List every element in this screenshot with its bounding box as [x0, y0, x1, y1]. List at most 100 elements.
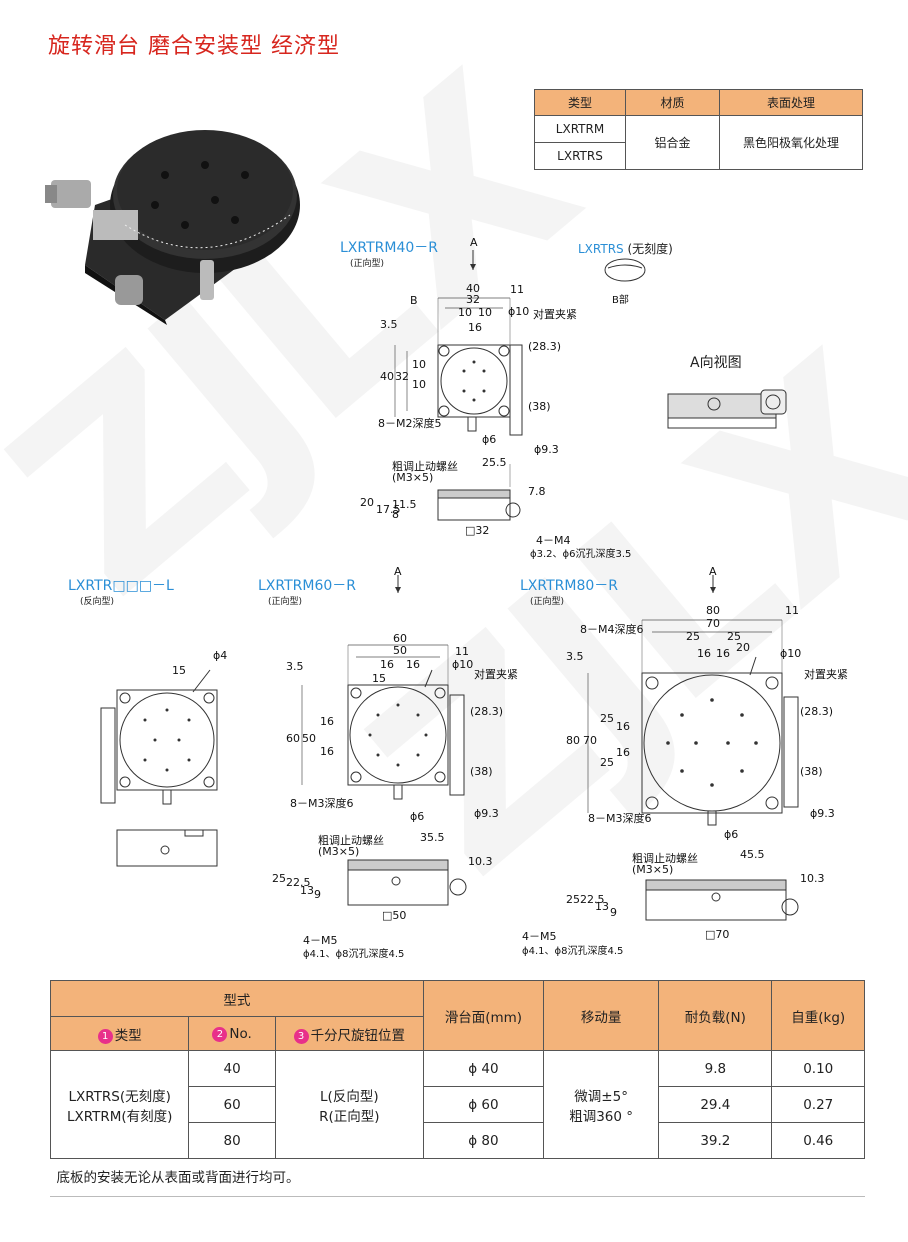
diagram-80-subtitle: (正向型): [530, 597, 565, 607]
arrow-a-label: A: [709, 565, 717, 578]
dim: (38): [800, 765, 823, 778]
dim: 60: [286, 732, 300, 745]
dim: 10.3: [800, 872, 825, 885]
dim: 16: [406, 658, 420, 671]
rs-label-row: LXRTRS (无刻度): [578, 240, 673, 257]
diagram-l-subtitle: (反向型): [80, 597, 115, 607]
dim: 50: [393, 644, 407, 657]
dim: (28.3): [528, 340, 562, 353]
header-surface: 表面处理: [719, 89, 863, 116]
travel-line: 粗调360 °: [569, 1108, 634, 1125]
dim: 45.5: [740, 848, 765, 861]
m2-label: 8－M2深度5: [378, 417, 442, 430]
screw-label: 粗调止动螺丝: [392, 460, 458, 473]
header-travel: 移动量: [543, 980, 660, 1051]
screw-size: (M3×5): [632, 863, 674, 876]
m3-label: 8－M3深度6: [588, 812, 652, 825]
dim: 17.5: [376, 503, 401, 516]
dim: 22.5: [286, 876, 311, 889]
holes-detail: ϕ4.1、ϕ8沉孔深度4.5: [522, 946, 624, 957]
diagram-l-drawing: [100, 669, 218, 867]
header-surface: 滑台面(mm): [422, 980, 545, 1051]
type-cell: LXRTRM: [534, 115, 626, 143]
dim: (38): [470, 765, 493, 778]
dim: 25: [727, 630, 741, 643]
clamp-label: 对置夹紧: [804, 668, 848, 681]
dim: 11: [785, 604, 799, 617]
page-title: 旋转滑台 磨合安装型 经济型: [48, 34, 340, 59]
dim: ϕ9.3: [534, 443, 559, 456]
dim: ϕ9.3: [474, 807, 499, 820]
dim: ϕ6: [410, 810, 425, 823]
clamp-label: 对置夹紧: [474, 668, 518, 681]
position-line: R(正向型): [319, 1108, 380, 1125]
header-load: 耐负载(N): [658, 980, 773, 1051]
dim: 13: [300, 884, 314, 897]
dim: 9: [610, 906, 617, 919]
dim: 25.5: [482, 456, 507, 469]
m4-label: 8－M4深度6: [580, 623, 644, 636]
dim: ϕ9.3: [810, 807, 835, 820]
dim: (38): [528, 400, 551, 413]
header-model: 型式: [50, 980, 424, 1017]
dim: 16: [616, 720, 630, 733]
b-part-drawing: [604, 258, 646, 282]
dim: ϕ6: [482, 433, 497, 446]
material-table: 类型 材质 表面处理 LXRTRM 铝合金 黑色阳极氧化处理 LXRTRS: [534, 89, 863, 170]
dim: 15: [172, 664, 186, 677]
dim: 11.5: [392, 498, 417, 511]
view-a-title: A向视图: [690, 355, 742, 371]
dim: 22.5: [580, 893, 605, 906]
diagram-80-title: LXRTRM80－R: [520, 578, 618, 594]
dim: 25: [600, 756, 614, 769]
m3-label: 8－M3深度6: [290, 797, 354, 810]
type-cell: LXRTRS: [534, 142, 626, 170]
dim: 16: [716, 647, 730, 660]
dim: 10: [412, 358, 426, 371]
diagram-80-drawing: [587, 575, 799, 921]
dim: (28.3): [470, 705, 504, 718]
diagram-60-subtitle: (正向型): [268, 597, 303, 607]
dim: 40: [466, 282, 480, 295]
header-position-label: 千分尺旋钮位置: [310, 1027, 406, 1044]
divider: [50, 1196, 865, 1197]
dim: 16: [697, 647, 711, 660]
rs-label: LXRTRS: [578, 242, 624, 256]
clamp-label: 对置夹紧: [533, 308, 577, 321]
badge: 3: [293, 1028, 309, 1044]
dim: (28.3): [800, 705, 834, 718]
dim: 13: [595, 900, 609, 913]
badge: 2: [212, 1026, 228, 1042]
rs-note: (无刻度): [627, 242, 673, 256]
dim: 8: [392, 508, 399, 521]
diagram-40-drawing: [394, 250, 523, 521]
travel-line: 微调±5°: [574, 1088, 628, 1105]
screw-size: (M3×5): [392, 471, 434, 484]
dim: 16: [320, 715, 334, 728]
dim: 11: [455, 645, 469, 658]
load-cell: 9.8: [658, 1050, 773, 1087]
weight-cell: 0.46: [771, 1122, 865, 1159]
diagram-40-title: LXRTRM40－R: [340, 240, 438, 256]
diagram-60-title: LXRTRM60－R: [258, 578, 356, 594]
dim: □50: [382, 909, 407, 922]
no-cell: 80: [188, 1122, 276, 1159]
no-cell: 40: [188, 1050, 276, 1087]
header-weight: 自重(kg): [771, 980, 865, 1051]
view-a-drawing: [667, 389, 787, 429]
load-cell: 29.4: [658, 1086, 773, 1123]
surface-cell: 黑色阳极氧化处理: [719, 115, 863, 170]
surface-cell: ϕ 40: [422, 1050, 545, 1087]
dim: 25: [566, 893, 580, 906]
header-no-label: No.: [229, 1025, 252, 1042]
arrow-a-label: A: [470, 236, 478, 249]
dim: 70: [706, 617, 720, 630]
screw-label: 粗调止动螺丝: [632, 852, 698, 865]
type-line: LXRTRS(无刻度): [68, 1088, 171, 1105]
dim: 80: [706, 604, 720, 617]
header-material: 材质: [625, 89, 720, 116]
holes-detail: ϕ4.1、ϕ8沉孔深度4.5: [303, 949, 405, 960]
dim: 10.3: [468, 855, 493, 868]
